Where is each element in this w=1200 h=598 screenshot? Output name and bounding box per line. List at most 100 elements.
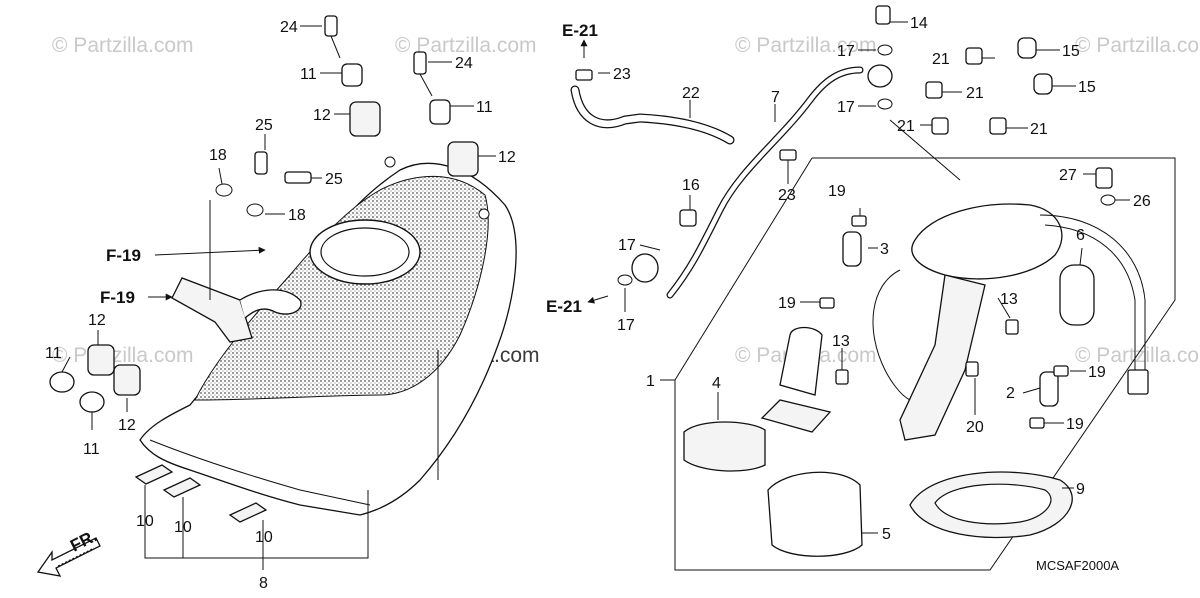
callout-4: 4	[712, 375, 721, 392]
callout-23: 23	[613, 66, 631, 83]
rubber-mount	[113, 364, 141, 396]
ref-f19-b: F-19	[100, 288, 135, 307]
o-ring	[1100, 194, 1116, 206]
washer	[877, 98, 893, 110]
callout-24: 24	[280, 19, 298, 36]
bolt	[875, 5, 891, 25]
callout-3: 3	[880, 241, 889, 258]
clip	[1053, 365, 1069, 377]
callout-7: 7	[771, 89, 780, 106]
watermark: © Partzilla.com	[395, 34, 537, 57]
pump-flange-plate	[911, 203, 1063, 280]
callout-15: 15	[1062, 43, 1080, 60]
bolt	[1005, 319, 1019, 335]
callout-11: 11	[83, 441, 100, 458]
callout-21: 21	[897, 118, 915, 135]
hose-fitting	[631, 253, 659, 283]
pump-wiring	[1039, 214, 1146, 370]
ref-f19-a: F-19	[106, 246, 141, 265]
hoses-group	[570, 5, 893, 299]
watermark: © Partzilla.com	[52, 34, 194, 57]
callout-10: 10	[174, 519, 192, 536]
washer	[246, 203, 264, 217]
fuel-level-sensor	[1059, 264, 1095, 326]
collar	[429, 99, 451, 125]
cap-nut	[1033, 73, 1053, 95]
bolt	[324, 15, 338, 37]
callout-17: 17	[618, 237, 636, 254]
fuel-pump-mount-opening	[309, 219, 421, 285]
cap-nut	[679, 209, 697, 227]
callout-26: 26	[1133, 193, 1151, 210]
callout-27: 27	[1059, 167, 1077, 184]
diagram-code: MCSAF2000A	[1036, 558, 1119, 573]
callout-10: 10	[255, 529, 273, 546]
callout-19: 19	[1066, 416, 1084, 433]
watermark: © Partzilla.com	[52, 344, 194, 367]
callout-18: 18	[288, 207, 306, 224]
collar	[341, 63, 363, 87]
callout-19: 19	[1088, 364, 1106, 381]
fuel-tank-group	[139, 156, 517, 516]
bolt	[413, 51, 427, 75]
bolt	[965, 361, 979, 377]
bolt	[835, 369, 849, 385]
callout-19: 19	[828, 183, 846, 200]
front-arrow: FR.	[36, 526, 101, 577]
callout-25: 25	[255, 117, 273, 134]
callout-22: 22	[682, 85, 700, 102]
rubber-mount	[87, 344, 115, 376]
clip	[779, 149, 797, 161]
mount-nut	[989, 117, 1007, 135]
bolt	[1095, 167, 1113, 189]
clip	[851, 215, 867, 227]
callout-9: 9	[1076, 481, 1085, 498]
leader-lines	[61, 21, 1130, 570]
watermark: © Partzilla.com	[735, 34, 877, 57]
fuel-pump-strainer	[760, 399, 832, 433]
callout-15: 15	[1078, 79, 1096, 96]
watermark: © Partzilla.com	[1075, 34, 1200, 57]
callout-12: 12	[498, 149, 516, 166]
small-hose	[842, 231, 862, 267]
pump-set-ring-inner	[934, 483, 1052, 525]
callout-24: 24	[455, 55, 473, 72]
callout-11: 11	[476, 99, 493, 116]
mount-nut	[931, 117, 949, 135]
clip	[819, 297, 835, 309]
pump-bracket-frame	[899, 274, 986, 441]
pump-wiring	[1044, 224, 1136, 370]
callout-13: 13	[832, 333, 850, 350]
callout-10: 10	[136, 513, 154, 530]
callout-12: 12	[313, 107, 331, 124]
cushion-pad	[134, 464, 174, 485]
tank-side-pipe	[239, 289, 302, 319]
fuel-filter	[683, 421, 766, 472]
callout-21: 21	[966, 85, 984, 102]
fuel-pump-mount-ring	[320, 227, 410, 277]
callout-2: 2	[1006, 385, 1015, 402]
cushion-pad	[228, 502, 268, 523]
callout-14: 14	[910, 15, 928, 32]
ref-e21-top: E-21	[562, 21, 598, 40]
washer	[877, 44, 893, 56]
callout-17: 17	[617, 317, 635, 334]
callout-21: 21	[1030, 121, 1048, 138]
cushion-pads	[134, 464, 268, 523]
small-hose	[1039, 371, 1059, 407]
callout-5: 5	[882, 526, 891, 543]
left-fasteners	[49, 15, 479, 413]
bolt	[284, 171, 312, 184]
mount-hole	[478, 208, 490, 220]
reference-labels: E-21 E-21 F-19 F-19	[100, 21, 598, 316]
callout-16: 16	[682, 177, 700, 194]
collar	[49, 371, 75, 393]
cushion-pad	[162, 477, 202, 498]
callout-17: 17	[837, 99, 855, 116]
wire-connector	[1127, 369, 1149, 395]
callout-1: 1	[646, 373, 655, 390]
pump-wiring	[872, 269, 911, 401]
callout-11: 11	[45, 345, 62, 362]
callout-18: 18	[209, 147, 227, 164]
